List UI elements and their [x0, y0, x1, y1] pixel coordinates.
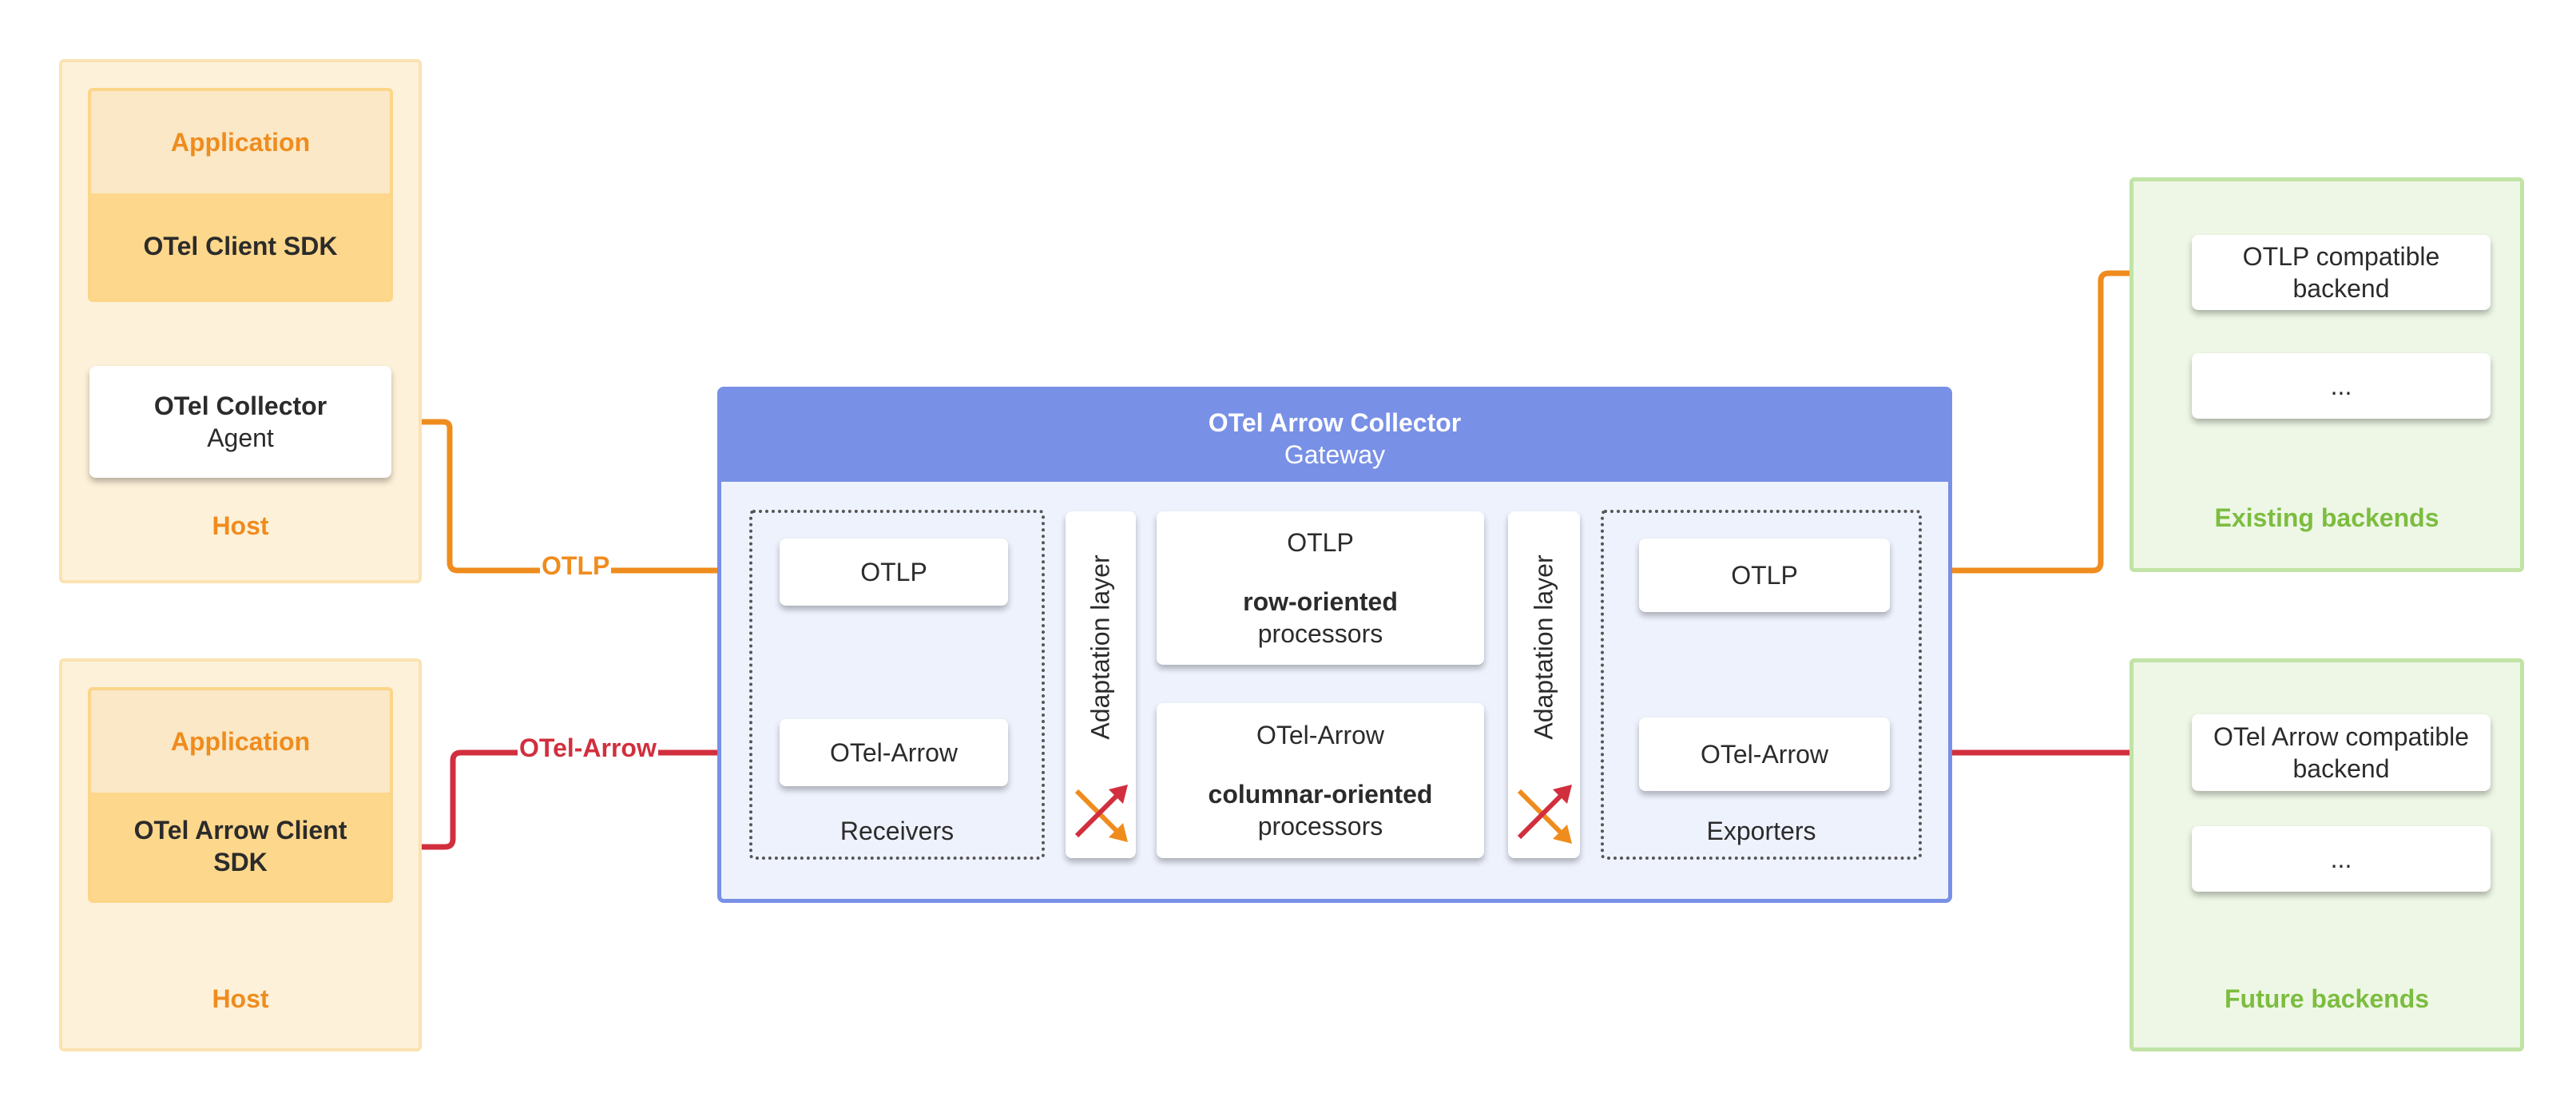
receiver-arrow-label: OTel-Arrow — [829, 738, 958, 767]
exporter-otlp[interactable]: OTLP — [1639, 539, 1890, 612]
application-2: Application OTel Arrow Client SDK — [88, 687, 393, 903]
application-label: Application — [91, 91, 390, 193]
exporters-label: Exporters — [1706, 817, 1816, 845]
application-1: Application OTel Client SDK — [88, 88, 393, 302]
processors-row-bold: row-oriented — [1243, 587, 1398, 616]
existing-card2-label: ... — [2330, 372, 2352, 400]
exporter-arrow[interactable]: OTel-Arrow — [1639, 717, 1890, 791]
arrow-line-label: OTel-Arrow — [518, 733, 658, 763]
host-1-label: Host — [212, 511, 269, 540]
gateway-title: OTel Arrow Collector — [1208, 408, 1462, 437]
processors-columnar-oriented[interactable]: OTel-Arrow columnar-oriented processors — [1157, 703, 1484, 858]
exporter-arrow-label: OTel-Arrow — [1700, 740, 1828, 769]
adaptation-swap-icon — [1074, 785, 1128, 842]
existing-card1-label: OTLP compatible backend — [2242, 242, 2440, 303]
agent-title: OTel Collector — [153, 392, 327, 420]
otlp-line-to-backend — [1891, 269, 2170, 574]
adaptation-layer-1[interactable]: Adaptation layer — [1066, 511, 1136, 858]
adaptation-layer-label: Adaptation layer — [1529, 554, 1558, 740]
processors-col-sub: processors — [1257, 812, 1383, 841]
receivers-group — [749, 510, 1045, 860]
processors-row-title: OTLP — [1287, 528, 1354, 557]
processors-row-sub: processors — [1257, 619, 1383, 648]
adaptation-layer-2[interactable]: Adaptation layer — [1508, 511, 1580, 858]
arrow-compatible-backend[interactable]: OTel Arrow compatible backend — [2192, 714, 2491, 791]
future-card2-label: ... — [2330, 845, 2352, 873]
otlp-line-label: OTLP — [540, 551, 612, 581]
future-card1-label: OTel Arrow compatible backend — [2213, 722, 2470, 783]
receivers-label: Receivers — [839, 817, 955, 845]
future-backend-more[interactable]: ... — [2192, 826, 2491, 892]
receiver-otlp-label: OTLP — [860, 558, 927, 586]
exporters-group — [1601, 510, 1922, 860]
arrow-line — [393, 749, 783, 850]
sdk-label: OTel Arrow Client SDK — [91, 793, 390, 900]
otlp-compatible-backend[interactable]: OTLP compatible backend — [2192, 235, 2491, 310]
adaptation-layer-label: Adaptation layer — [1086, 554, 1115, 740]
existing-backends-label: Existing backends — [2214, 503, 2439, 532]
processors-row-oriented[interactable]: OTLP row-oriented processors — [1157, 511, 1484, 665]
receiver-otlp[interactable]: OTLP — [780, 539, 1008, 606]
gateway-header: OTel Arrow Collector Gateway — [721, 391, 1948, 482]
future-backends-label: Future backends — [2224, 984, 2430, 1013]
receiver-arrow[interactable]: OTel-Arrow — [780, 719, 1008, 786]
gateway-subtitle: Gateway — [1284, 440, 1386, 469]
sdk-label: OTel Client SDK — [91, 193, 390, 299]
adaptation-swap-icon — [1517, 785, 1572, 844]
existing-backend-more[interactable]: ... — [2192, 353, 2491, 419]
collector-agent[interactable]: OTel Collector Agent — [89, 366, 391, 478]
exporter-otlp-label: OTLP — [1731, 561, 1798, 590]
processors-col-bold: columnar-oriented — [1208, 780, 1433, 809]
otlp-line — [390, 419, 783, 574]
agent-subtitle: Agent — [207, 423, 274, 452]
application-label: Application — [91, 690, 390, 793]
processors-col-title: OTel-Arrow — [1256, 721, 1384, 749]
host-2-label: Host — [212, 984, 269, 1013]
